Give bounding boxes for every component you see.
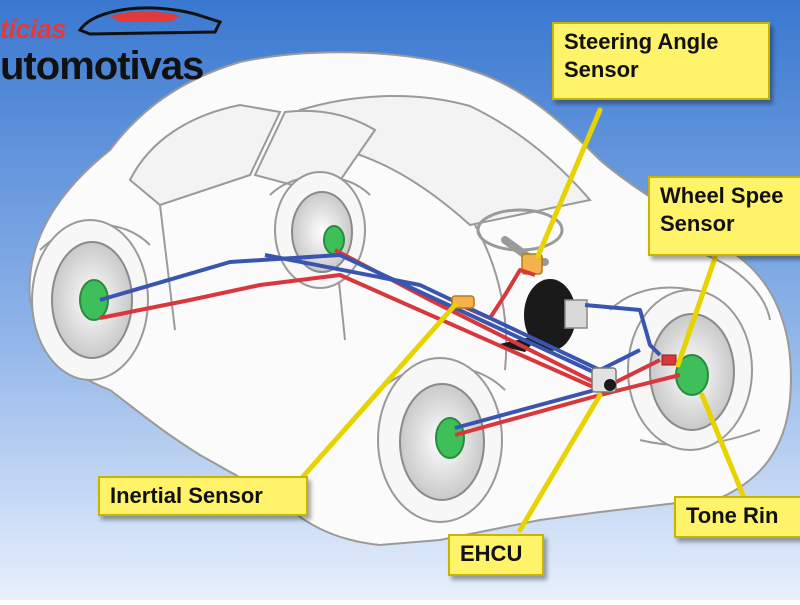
- callout-ehcu: EHCU: [448, 534, 544, 576]
- leader-lines: [297, 107, 748, 533]
- callout-wheel-speed-line-2: Sensor: [660, 211, 735, 236]
- callout-ehcu-label: EHCU: [460, 541, 523, 566]
- logo: tícias utomotivas: [0, 0, 240, 90]
- leader-tone-ring: [699, 392, 748, 503]
- tone-ring-front-left: [435, 417, 465, 459]
- callout-wheel-speed-line-1: Wheel Spee: [660, 183, 784, 208]
- tone-ring-rear-left: [79, 279, 109, 321]
- callout-wheel-speed-sensor: Wheel Spee Sensor: [648, 176, 800, 256]
- wheel-rear-left: [31, 219, 149, 381]
- callout-tone-ring: Tone Rin: [674, 496, 800, 538]
- leader-wheel-speed: [675, 255, 718, 368]
- logo-car-icon: [77, 6, 223, 36]
- callout-steering-line-2: Sensor: [564, 57, 639, 82]
- callout-steering-line-1: Steering Angle: [564, 29, 719, 54]
- tone-ring-rear-right: [323, 225, 345, 255]
- wheel-front-right: [627, 289, 753, 451]
- leader-inertial: [297, 302, 458, 483]
- leader-ehcu: [517, 392, 603, 533]
- wheel-speed-sensor-part: [661, 354, 677, 366]
- logo-line-1: tícias: [0, 14, 67, 44]
- wheel-front-left: [377, 357, 503, 523]
- brake-lines-blue: [99, 253, 662, 430]
- leader-steering: [535, 107, 603, 259]
- callout-inertial-label: Inertial Sensor: [110, 483, 263, 508]
- callout-inertial-sensor: Inertial Sensor: [98, 476, 308, 516]
- steering-wheel: [476, 208, 564, 275]
- callout-steering-angle-sensor: Steering Angle Sensor: [552, 22, 770, 100]
- ehcu-unit: [591, 367, 617, 393]
- callout-tone-ring-label: Tone Rin: [686, 503, 779, 528]
- brake-booster: [495, 279, 588, 352]
- logo-line-2: utomotivas: [0, 44, 204, 88]
